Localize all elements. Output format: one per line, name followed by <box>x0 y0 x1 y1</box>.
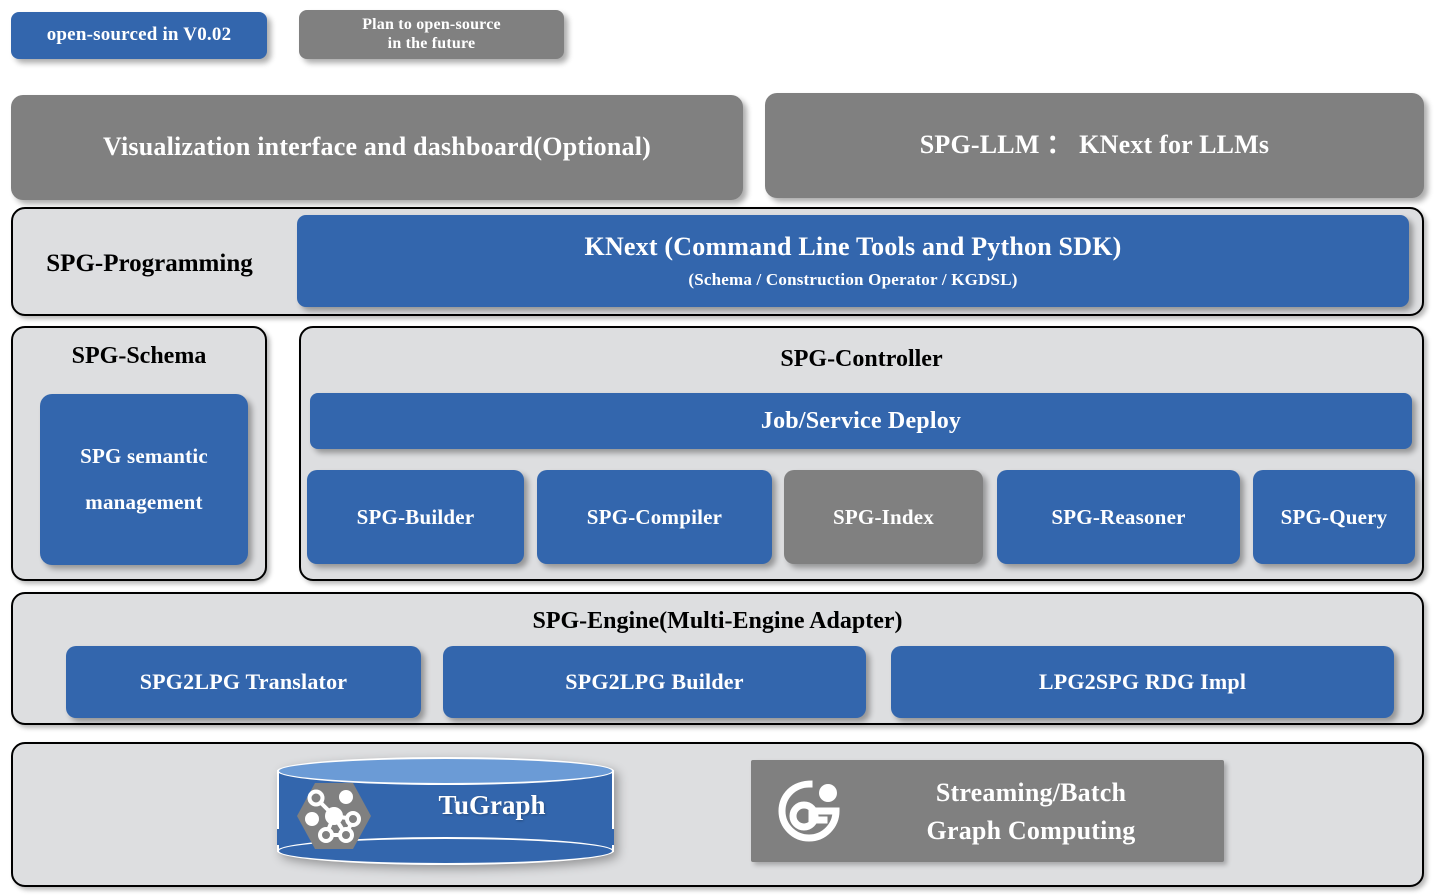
lpg2spg-rdg-impl-box: LPG2SPG RDG Impl <box>891 646 1394 718</box>
lpg2spg-rdg-impl-label: LPG2SPG RDG Impl <box>1038 669 1247 695</box>
spg-reasoner-label: SPG-Reasoner <box>1051 504 1186 529</box>
knext-main-label: KNext (Command Line Tools and Python SDK… <box>584 231 1122 261</box>
spg-semantic-line2: management <box>85 490 203 514</box>
tugraph-cylinder: TuGraph <box>277 757 614 865</box>
spg-builder-box: SPG-Builder <box>307 470 524 564</box>
spg2lpg-translator-label: SPG2LPG Translator <box>139 669 348 695</box>
graph-hexagon-icon <box>297 783 371 849</box>
knext-sub-label: (Schema / Construction Operator / KGDSL) <box>688 270 1018 290</box>
spg-semantic-line1: SPG semantic <box>80 444 208 469</box>
spg-reasoner-box: SPG-Reasoner <box>997 470 1240 564</box>
legend-open-sourced: open-sourced in V0.02 <box>11 12 267 59</box>
spg-compiler-label: SPG-Compiler <box>586 504 723 529</box>
spg-query-label: SPG-Query <box>1280 504 1388 529</box>
spg2lpg-builder-label: SPG2LPG Builder <box>565 669 744 695</box>
legend-open-sourced-label: open-sourced in V0.02 <box>46 24 232 46</box>
spg2lpg-builder-box: SPG2LPG Builder <box>443 646 866 718</box>
visualization-dashboard-label: Visualization interface and dashboard(Op… <box>103 132 651 162</box>
spg-controller-label: SPG-Controller <box>780 346 943 372</box>
cylinder-top-ellipse <box>277 757 614 785</box>
tugraph-label: TuGraph <box>438 790 546 820</box>
streaming-batch-text: Streaming/Batch Graph Computing <box>861 774 1201 849</box>
spg-programming-label: SPG-Programming <box>46 250 253 277</box>
spg-index-label: SPG-Index <box>833 504 934 529</box>
spg-builder-label: SPG-Builder <box>356 504 475 529</box>
streaming-batch-graph-computing-box: Streaming/Batch Graph Computing <box>751 760 1224 862</box>
streaming-line1: Streaming/Batch <box>935 778 1127 807</box>
spg-llm-label: SPG-LLM ： KNext for LLMs <box>919 130 1270 160</box>
spg2lpg-translator-box: SPG2LPG Translator <box>66 646 421 718</box>
streaming-line2: Graph Computing <box>926 815 1136 845</box>
job-service-deploy-box: Job/Service Deploy <box>310 393 1412 449</box>
spg-llm-box: SPG-LLM ： KNext for LLMs <box>765 93 1424 198</box>
legend-planned-line2: in the future <box>387 34 476 52</box>
knext-box: KNext (Command Line Tools and Python SDK… <box>297 215 1409 307</box>
spg-semantic-management-box: SPG semantic management <box>40 394 248 565</box>
spg-engine-label: SPG-Engine(Multi-Engine Adapter) <box>532 608 903 634</box>
spg-query-box: SPG-Query <box>1253 470 1415 564</box>
spg-compiler-box: SPG-Compiler <box>537 470 772 564</box>
legend-planned: Plan to open-source in the future <box>299 10 564 59</box>
legend-planned-line1: Plan to open-source <box>362 15 501 33</box>
job-service-deploy-label: Job/Service Deploy <box>760 407 962 434</box>
geaflow-g-icon <box>778 780 840 842</box>
visualization-dashboard-box: Visualization interface and dashboard(Op… <box>11 95 743 200</box>
spg-schema-label: SPG-Schema <box>71 343 207 369</box>
spg-index-box: SPG-Index <box>784 470 983 564</box>
